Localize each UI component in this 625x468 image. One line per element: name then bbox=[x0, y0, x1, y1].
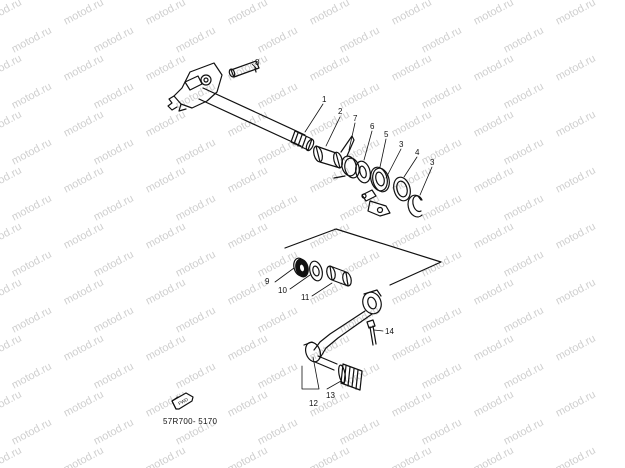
callout-7: 7 bbox=[353, 114, 358, 123]
circlip-right bbox=[407, 194, 423, 218]
callout-3-right: 3 bbox=[430, 158, 435, 167]
pedal-rubber bbox=[338, 363, 363, 391]
washer-10 bbox=[309, 260, 323, 282]
callout-8: 8 bbox=[255, 58, 260, 67]
washer-4 bbox=[393, 176, 411, 202]
callout-6: 6 bbox=[370, 122, 375, 131]
circlip-lower bbox=[361, 189, 391, 217]
callout-9: 9 bbox=[265, 277, 270, 286]
oil-seal-9 bbox=[293, 257, 309, 278]
callout-3-left: 3 bbox=[399, 140, 404, 149]
front-arrow-label: FWD bbox=[177, 396, 189, 406]
leader-lines bbox=[251, 63, 433, 390]
shift-pedal bbox=[303, 289, 382, 371]
oil-seal bbox=[370, 166, 390, 193]
callout-11: 11 bbox=[301, 293, 310, 302]
collar bbox=[313, 145, 343, 169]
callout-10: 10 bbox=[278, 286, 287, 295]
callout-1: 1 bbox=[322, 95, 327, 104]
torsion-spring bbox=[333, 135, 360, 179]
break-line bbox=[284, 228, 442, 286]
washer-6 bbox=[355, 160, 371, 184]
pinch-bolt bbox=[366, 319, 377, 346]
collar-11 bbox=[326, 265, 352, 287]
shift-shaft bbox=[167, 62, 315, 152]
callout-4: 4 bbox=[415, 148, 420, 157]
callout-2: 2 bbox=[338, 107, 343, 116]
pin bbox=[228, 60, 260, 78]
catalog-code: 57R700- 5170 bbox=[163, 417, 218, 426]
callout-13: 13 bbox=[326, 391, 335, 400]
callout-5: 5 bbox=[384, 130, 389, 139]
front-arrow-icon: FWD bbox=[171, 392, 194, 410]
callout-14: 14 bbox=[385, 327, 394, 336]
callout-numbers: 1 2 7 6 5 3 4 3 8 9 10 11 14 12 13 bbox=[255, 58, 435, 408]
callout-12: 12 bbox=[309, 399, 318, 408]
